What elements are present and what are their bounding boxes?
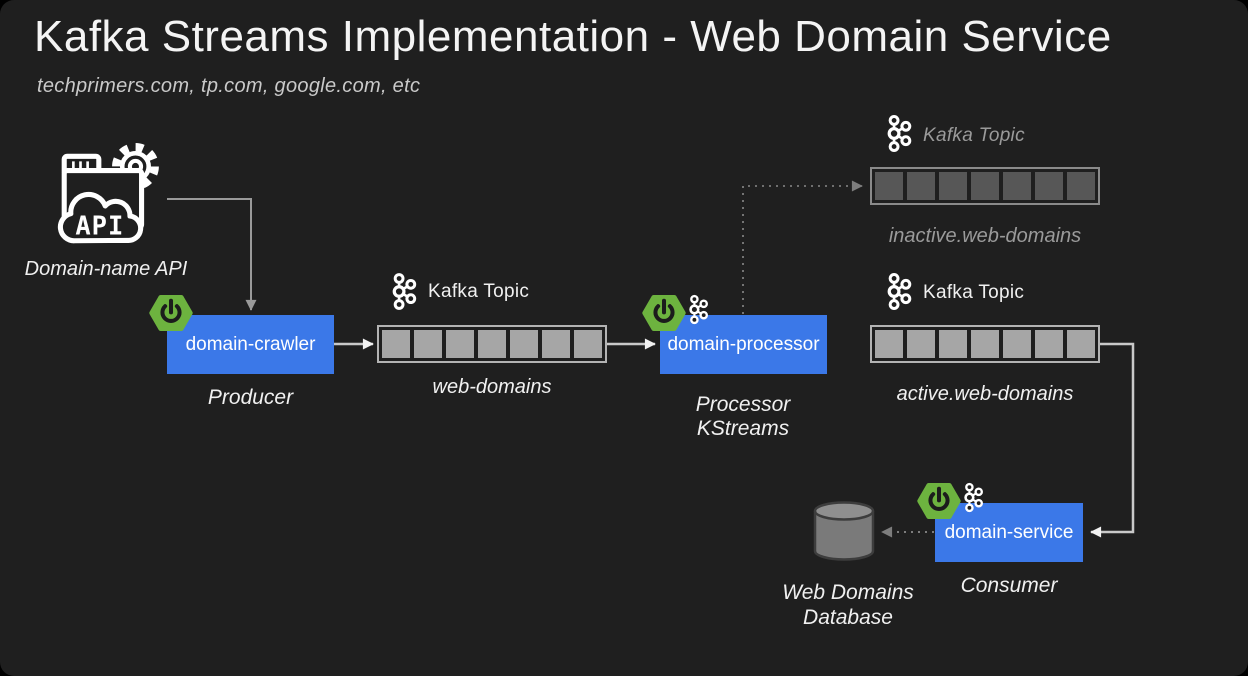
node-domain-crawler: domain-crawler <box>167 315 334 374</box>
topic-webdomains-partitions <box>377 325 607 363</box>
topic-webdomains-heading: Kafka Topic <box>428 281 530 302</box>
topic-inactive-heading: Kafka Topic <box>923 125 1025 146</box>
topic-webdomains-name: web-domains <box>432 376 552 398</box>
connector-processor-to-inactive-topic <box>742 180 863 314</box>
topic-partition-cell <box>971 172 999 200</box>
topic-partition-cell <box>939 172 967 200</box>
topic-partition-cell <box>939 330 967 358</box>
cloud-icon: API <box>57 191 144 244</box>
topic-partition-cell <box>907 330 935 358</box>
topic-partition-cell <box>875 172 903 200</box>
topic-active-heading: Kafka Topic <box>923 282 1025 303</box>
node-domain-processor: domain-processor <box>660 315 827 374</box>
topic-partition-cell <box>510 330 538 358</box>
api-icon: API <box>57 143 159 244</box>
topic-partition-cell <box>1035 330 1063 358</box>
topic-partition-cell <box>446 330 474 358</box>
role-processor-kstreams: Processor KStreams <box>695 393 791 441</box>
spring-boot-icon <box>149 291 193 335</box>
topic-partition-cell <box>382 330 410 358</box>
role-consumer: Consumer <box>960 574 1058 597</box>
topic-partition-cell <box>907 172 935 200</box>
topic-partition-cell <box>1003 172 1031 200</box>
kafka-icon <box>689 294 709 325</box>
api-label: Domain-name API <box>24 258 188 280</box>
node-domain-crawler-label: domain-crawler <box>185 333 316 355</box>
role-producer: Producer <box>207 386 294 409</box>
topic-partition-cell <box>1067 330 1095 358</box>
api-badge: API <box>75 211 124 241</box>
spring-boot-icon <box>642 291 686 335</box>
database-label: Web Domains Database <box>782 581 914 630</box>
page-title: Kafka Streams Implementation - Web Domai… <box>34 12 1112 61</box>
topic-partition-cell <box>875 330 903 358</box>
kafka-icon <box>887 114 912 153</box>
topic-inactive-partitions <box>870 167 1100 205</box>
page-subtitle: techprimers.com, tp.com, google.com, etc <box>37 75 421 97</box>
topic-partition-cell <box>1035 172 1063 200</box>
node-domain-processor-label: domain-processor <box>667 333 820 355</box>
topic-active-partitions <box>870 325 1100 363</box>
topic-partition-cell <box>574 330 602 358</box>
database-icon <box>813 501 875 561</box>
topic-inactive-name: inactive.web-domains <box>888 225 1082 247</box>
topic-partition-cell <box>971 330 999 358</box>
kafka-icon <box>964 482 984 513</box>
kafka-icon <box>887 272 912 311</box>
topic-partition-cell <box>542 330 570 358</box>
spring-boot-icon <box>917 479 961 523</box>
connector-active-topic-to-service <box>1090 342 1135 538</box>
topic-active-name: active.web-domains <box>896 383 1074 405</box>
kafka-icon <box>392 272 417 311</box>
topic-partition-cell <box>1067 172 1095 200</box>
node-domain-service-label: domain-service <box>944 521 1074 543</box>
topic-partition-cell <box>1003 330 1031 358</box>
topic-partition-cell <box>478 330 506 358</box>
node-domain-service: domain-service <box>935 503 1083 562</box>
topic-partition-cell <box>414 330 442 358</box>
